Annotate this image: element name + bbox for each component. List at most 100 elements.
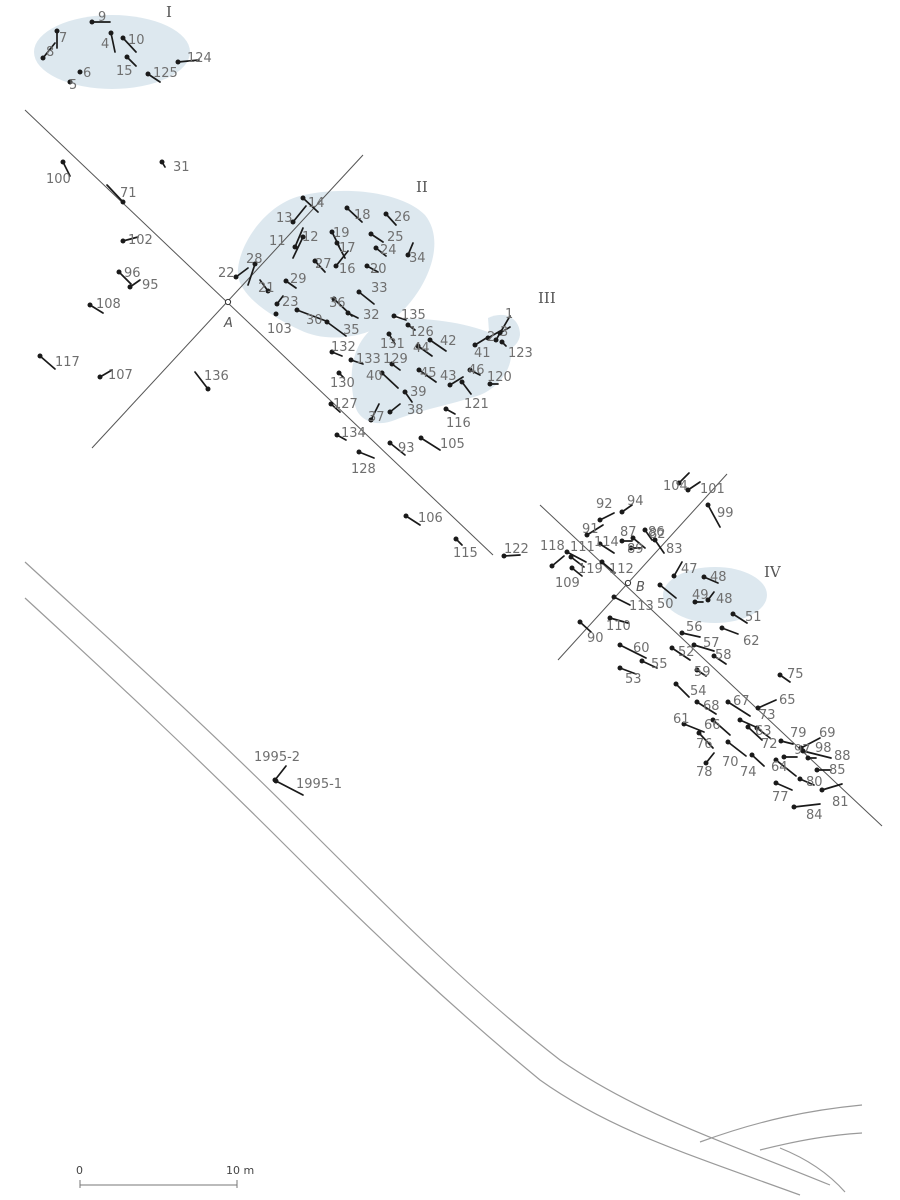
grave-label: 72 <box>761 737 778 752</box>
grave-label: 74 <box>740 765 757 780</box>
grave-marker <box>443 406 456 415</box>
grave-label: 118 <box>540 539 565 554</box>
grave-marker <box>415 343 433 357</box>
zone-iv <box>663 567 767 623</box>
grave-dot <box>329 349 335 355</box>
grave-marker <box>387 403 401 415</box>
grave-dot <box>669 645 675 651</box>
grave-label: 20 <box>370 262 387 277</box>
grave-label: 44 <box>413 341 430 356</box>
grave-dot <box>356 449 362 455</box>
grave-marker <box>499 339 507 347</box>
grave-label: 83 <box>666 542 683 557</box>
grave-label: 4 <box>101 37 109 52</box>
grave-marker <box>329 349 343 357</box>
grave-marker <box>814 767 832 773</box>
grave-marker <box>564 549 587 563</box>
grave-marker <box>773 780 793 791</box>
grave-label: 48 <box>716 592 733 607</box>
grave-label: 77 <box>772 790 789 805</box>
grave-label: 12 <box>302 230 319 245</box>
grave-label: 56 <box>686 620 703 635</box>
grave-marker <box>40 42 56 61</box>
grave-dot <box>60 159 66 165</box>
grave-stroke <box>194 371 209 390</box>
grave-stroke <box>122 236 139 242</box>
grave-label: 17 <box>339 241 356 256</box>
grave-label: 40 <box>366 369 383 384</box>
grave-marker <box>344 205 363 223</box>
grave-label: 7 <box>59 31 67 46</box>
grave-dot <box>671 573 677 579</box>
grave-dot <box>773 757 779 763</box>
grave-stroke <box>381 372 399 389</box>
grave-marker <box>145 71 161 83</box>
grave-marker <box>89 19 111 25</box>
grave-dot <box>387 409 393 415</box>
grave-stroke <box>756 727 771 739</box>
grave-stroke <box>802 750 832 759</box>
grave-marker <box>328 401 341 413</box>
group-label-i: I <box>166 3 172 21</box>
grave-dot <box>797 776 803 782</box>
grave-dot <box>617 642 623 648</box>
grave-label: 132 <box>331 340 356 355</box>
grave-dot <box>725 739 731 745</box>
grave-stroke <box>495 315 511 341</box>
grave-marker <box>87 302 104 314</box>
grave-dot <box>617 665 623 671</box>
grave-label: 1995-1 <box>296 777 342 792</box>
grave-stroke <box>177 59 200 63</box>
grave-dot <box>233 274 239 280</box>
grave-dot <box>711 653 717 659</box>
grave-marker <box>778 738 794 745</box>
grave-label: 50 <box>657 597 674 612</box>
grave-dot <box>719 625 725 631</box>
grave-dot <box>568 554 574 560</box>
grave-marker <box>692 599 704 605</box>
grave-stroke <box>474 336 489 346</box>
grave-label: 127 <box>333 397 358 412</box>
grave-dot <box>597 541 603 547</box>
grave-dot <box>120 199 126 205</box>
grave-stroke <box>566 551 587 563</box>
grave-label: 60 <box>633 641 650 656</box>
scale-bar: 0 10 m <box>76 1164 254 1188</box>
grave-label: 93 <box>398 441 415 456</box>
grave-marker <box>710 717 731 736</box>
grave-marker <box>597 512 615 523</box>
grave-label: 18 <box>354 208 371 223</box>
grave-marker <box>493 315 511 343</box>
grave-stroke <box>775 759 797 777</box>
grave-dot <box>443 406 449 412</box>
grave-stroke <box>673 561 683 577</box>
grave-stroke <box>551 555 565 567</box>
grave-label: 135 <box>401 308 426 323</box>
grave-marker <box>773 757 797 777</box>
grave-dot <box>40 55 46 61</box>
grave-dot <box>265 288 271 294</box>
grave-stroke <box>693 644 715 652</box>
grave-dot <box>108 30 114 36</box>
grave-marker <box>497 326 511 336</box>
grave-marker <box>290 205 307 225</box>
grave-dot <box>77 69 83 75</box>
grave-marker <box>679 630 701 638</box>
grave-stroke <box>775 782 793 791</box>
grave-label: 119 <box>578 562 603 577</box>
grave-dot <box>336 370 342 376</box>
grave-dot <box>402 389 408 395</box>
grave-label: 125 <box>153 66 178 81</box>
grave-dot <box>710 717 716 723</box>
grave-label: 91 <box>582 522 599 537</box>
grave-stroke <box>429 339 447 352</box>
grave-dot <box>701 574 707 580</box>
grave-marker <box>247 261 258 286</box>
grave-dot <box>652 537 658 543</box>
grave-dot <box>120 238 126 244</box>
grave-marker <box>694 699 717 715</box>
grave-marker <box>124 54 137 67</box>
grave-marker <box>379 370 399 389</box>
grave-label: 97 <box>794 743 811 758</box>
grave-stroke <box>335 250 349 267</box>
